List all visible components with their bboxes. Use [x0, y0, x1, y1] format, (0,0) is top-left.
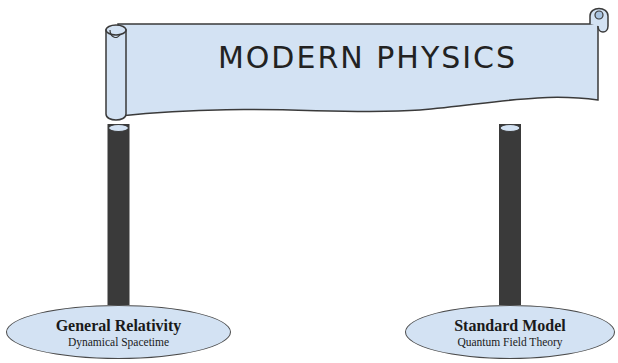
theory-name: General Relativity [56, 316, 182, 335]
scroll-left-cap [106, 25, 126, 35]
scroll-right-roll [590, 9, 608, 33]
scroll-right-curl [595, 11, 603, 19]
theory-subtitle: Dynamical Spacetime [68, 335, 169, 349]
scroll-body [118, 24, 598, 116]
pillar-outline [108, 124, 130, 305]
scroll-left-roll [106, 30, 126, 120]
theory-name: Standard Model [454, 316, 566, 335]
pillar-outline [499, 124, 521, 305]
banner-title: MODERN PHYSICS [218, 40, 517, 75]
theory-pill: General RelativityDynamical Spacetime [6, 305, 231, 359]
pillar-cap [109, 125, 129, 132]
pillar-connector [109, 124, 129, 305]
pillar-connector [500, 124, 520, 305]
scroll-banner: MODERN PHYSICS [100, 4, 615, 124]
scroll-left-curl [110, 30, 120, 37]
theory-pill: Standard ModelQuantum Field Theory [405, 305, 615, 359]
theory-subtitle: Quantum Field Theory [457, 335, 562, 349]
pillar-cap [500, 125, 520, 132]
